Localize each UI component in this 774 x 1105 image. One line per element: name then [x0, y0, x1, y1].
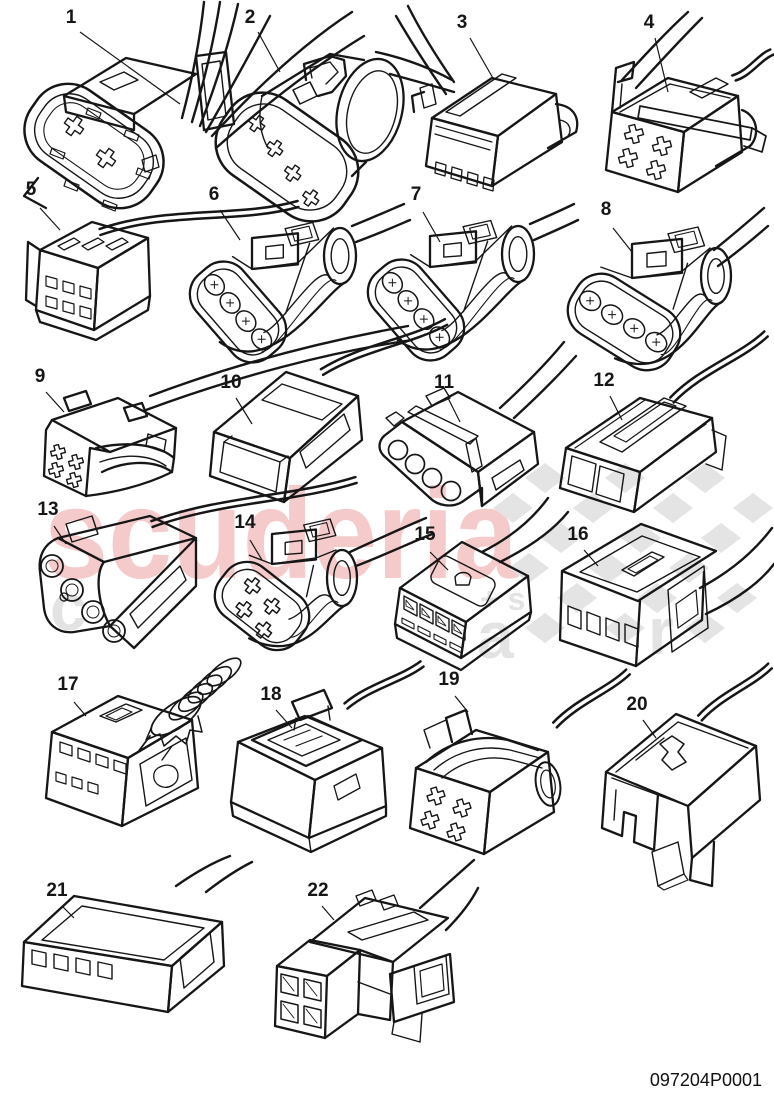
svg-text:6: 6 [209, 184, 220, 205]
svg-text:1: 1 [66, 7, 77, 28]
svg-text:2: 2 [245, 7, 256, 28]
svg-text:9: 9 [35, 366, 46, 387]
svg-text:18: 18 [260, 684, 281, 705]
svg-text:12: 12 [593, 370, 614, 391]
svg-text:14: 14 [234, 512, 256, 533]
svg-text:8: 8 [601, 199, 612, 220]
svg-text:scuderia: scuderia [44, 463, 519, 606]
svg-text:13: 13 [37, 499, 58, 520]
svg-text:11: 11 [434, 372, 455, 393]
svg-text:19: 19 [438, 669, 459, 690]
svg-text:097204P0001: 097204P0001 [650, 1070, 762, 1090]
svg-text:4: 4 [644, 12, 655, 33]
svg-text:+ s: + s [480, 581, 525, 617]
svg-text:5: 5 [26, 179, 37, 200]
svg-text:16: 16 [567, 524, 588, 545]
svg-text:15: 15 [414, 524, 436, 545]
svg-text:7: 7 [411, 184, 422, 205]
svg-text:10: 10 [220, 372, 241, 393]
svg-text:3: 3 [457, 12, 468, 33]
svg-text:22: 22 [307, 880, 328, 901]
svg-text:17: 17 [57, 674, 78, 695]
svg-text:21: 21 [46, 880, 68, 901]
svg-text:20: 20 [626, 694, 647, 715]
